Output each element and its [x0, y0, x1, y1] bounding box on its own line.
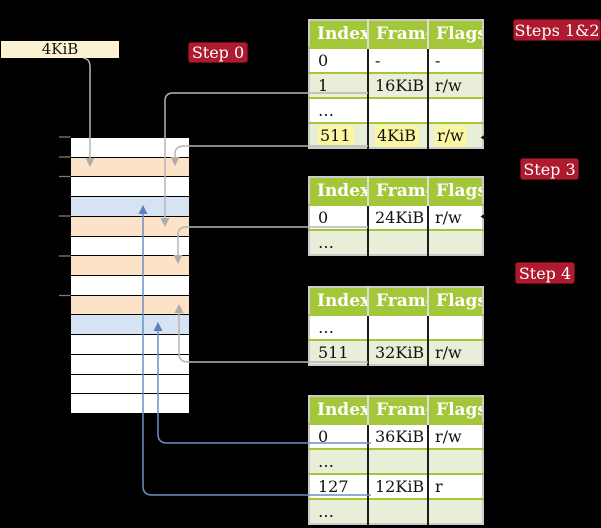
memory-row-13 [71, 373, 189, 394]
highlight-mark: 511 [318, 125, 354, 147]
cell-frame: 4KiB [367, 122, 428, 148]
table-row: … [309, 97, 483, 123]
highlight-mark: r/w [435, 125, 467, 147]
col-header-flags: Flags [427, 396, 483, 424]
cell-frame: 32KiB [367, 339, 428, 365]
memory-row-10 [71, 314, 189, 335]
col-header-frame: Frame [367, 177, 428, 205]
col-header-flags: Flags [427, 20, 483, 48]
table-row: 1 16KiB r/w [309, 72, 483, 98]
page-size-label: 4KiB [1, 41, 119, 58]
table-header-row: Index Frame Flags [309, 396, 483, 424]
cell-flags: r [427, 473, 483, 499]
cell-index: … [309, 314, 368, 340]
memory-row-7 [71, 255, 189, 276]
memory-row-3 [71, 176, 189, 197]
table-row: … [309, 314, 483, 340]
col-header-frame: Frame [367, 396, 428, 424]
cell-index: 127 [309, 473, 368, 499]
highlight-mark: 4KiB [375, 125, 420, 147]
cell-flags: - [427, 47, 483, 73]
cell-index: 1 [309, 72, 368, 98]
col-header-flags: Flags [427, 177, 483, 205]
cell-index: … [309, 229, 368, 255]
table-header-row: Index Frame Flags [309, 177, 483, 205]
badge-step-4: Step 4 [515, 262, 575, 284]
col-header-index: Index [309, 20, 368, 48]
col-header-flags: Flags [427, 287, 483, 315]
memory-address-ticks [59, 136, 71, 297]
col-header-index: Index [309, 177, 368, 205]
arrow-entry511-to-4kib-frame [170, 145, 368, 166]
table-row: 0 36KiB r/w [309, 423, 483, 449]
table-row: 127 12KiB r [309, 473, 483, 499]
cell-index: 0 [309, 423, 368, 449]
cell-frame [367, 314, 428, 340]
cell-flags [427, 97, 483, 123]
memory-row-9 [71, 294, 189, 315]
cell-flags [427, 229, 483, 255]
memory-row-12 [71, 353, 189, 374]
physical-memory-column [70, 137, 190, 414]
memory-row-14 [71, 393, 189, 414]
table-row: … [309, 498, 483, 524]
memory-row-5 [71, 215, 189, 236]
cell-frame [367, 97, 428, 123]
cell-frame: 36KiB [367, 423, 428, 449]
cell-flags: r/w [427, 72, 483, 98]
cell-flags [427, 314, 483, 340]
badge-step-0: Step 0 [188, 42, 248, 63]
page-table-steps-1-2: Index Frame Flags 0 - - 1 16KiB r/w … [308, 19, 484, 149]
cell-frame [367, 229, 428, 255]
cell-flags: r/w [427, 204, 483, 230]
badge-steps-1-2: Steps 1&2 [513, 19, 601, 41]
table-header-row: Index Frame Flags [309, 20, 483, 48]
cell-index: 511 [309, 339, 368, 365]
col-header-frame: Frame [367, 20, 428, 48]
cell-flags [427, 448, 483, 474]
table-row: … [309, 229, 483, 255]
cell-frame: 24KiB [367, 204, 428, 230]
badge-step-3: Step 3 [520, 158, 579, 180]
table-row: 0 24KiB r/w [309, 204, 483, 230]
col-header-index: Index [309, 396, 368, 424]
cell-frame: 12KiB [367, 473, 428, 499]
cell-index: … [309, 498, 368, 524]
cell-index: … [309, 97, 368, 123]
memory-row-1 [71, 138, 189, 157]
col-header-frame: Frame [367, 287, 428, 315]
cell-index: … [309, 448, 368, 474]
col-header-index: Index [309, 287, 368, 315]
memory-row-11 [71, 334, 189, 354]
page-table-step-4: Index Frame Flags … 511 32KiB r/w [308, 286, 484, 366]
cell-index: 0 [309, 204, 368, 230]
table-header-row: Index Frame Flags [309, 287, 483, 315]
cell-flags [427, 498, 483, 524]
table-row-highlighted: 511 4KiB r/w [309, 122, 483, 148]
memory-row-4 [71, 196, 189, 216]
cell-frame [367, 498, 428, 524]
memory-row-8 [71, 275, 189, 295]
cell-index: 0 [309, 47, 368, 73]
page-table-step-3: Index Frame Flags 0 24KiB r/w … [308, 176, 484, 256]
cell-frame: - [367, 47, 428, 73]
cell-flags: r/w [427, 423, 483, 449]
table-row: … [309, 448, 483, 474]
cell-frame: 16KiB [367, 72, 428, 98]
cell-flags: r/w [427, 339, 483, 365]
cell-flags: r/w [427, 122, 483, 148]
memory-row-2 [71, 156, 189, 177]
cell-frame [367, 448, 428, 474]
cell-index: 511 [309, 122, 368, 148]
table-row: 511 32KiB r/w [309, 339, 483, 365]
table-row: 0 - - [309, 47, 483, 73]
page-table-leaf: Index Frame Flags 0 36KiB r/w … 127 12Ki… [308, 395, 484, 525]
memory-row-6 [71, 235, 189, 256]
